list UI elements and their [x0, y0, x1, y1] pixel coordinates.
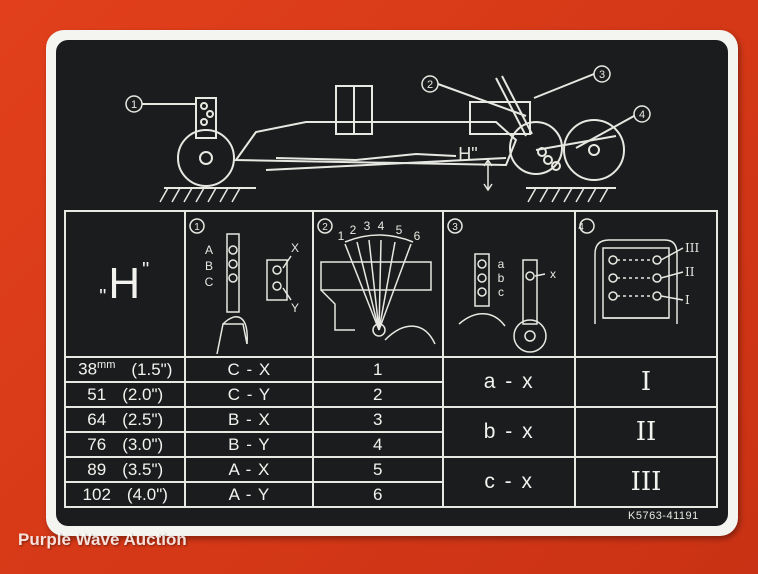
pin-label-b: B: [205, 259, 213, 273]
h-dimension-label: H": [458, 144, 477, 164]
pin-label-c: C: [205, 275, 214, 289]
h-header-cell: "H": [63, 210, 187, 358]
pos-cell-89: 5: [312, 456, 445, 483]
spindle-position-diagram: 2 1 2 3 4 5 6: [317, 218, 436, 345]
pin-cell-89: A - X: [184, 456, 315, 483]
pin-cell-76: B - Y: [184, 431, 315, 458]
front-pin-diagram: 1 A B C X Y: [189, 218, 299, 354]
rear-pin-diagram: 3 a b c x: [447, 218, 556, 353]
bracket-position-ii: II: [685, 265, 695, 279]
callout-4: 4: [639, 109, 645, 121]
callout-3: 3: [599, 69, 605, 81]
pin-cell-38: C - X: [184, 356, 315, 383]
pos-cell-64: 3: [312, 406, 445, 433]
pin-label-lower-a: a: [498, 257, 505, 271]
position-3: 3: [364, 219, 371, 233]
cell-callout-4: 4: [578, 222, 584, 233]
roman-cell-i: I: [574, 356, 718, 408]
pin-label-a: A: [205, 243, 213, 257]
pos-cell-102: 6: [312, 481, 445, 508]
position-6: 6: [414, 229, 421, 243]
position-1: 1: [338, 229, 345, 243]
callout-1: 1: [131, 99, 137, 111]
pin-label-y: Y: [291, 301, 299, 315]
bracket-position-i: I: [685, 293, 690, 307]
watermark: Purple Wave Auction: [18, 530, 187, 549]
pos-cell-38: 1: [312, 356, 445, 383]
roman-cell-ii: II: [574, 406, 718, 458]
roller-bracket-diagram: 4 III II I: [578, 218, 700, 324]
roman-cell-iii: III: [574, 456, 718, 508]
position-2: 2: [350, 223, 357, 237]
part-number: K5763-41191: [628, 510, 699, 522]
position-5: 5: [396, 223, 403, 237]
col2-position-diagram: 2 1 2 3 4 5 6: [312, 210, 445, 358]
position-4: 4: [378, 219, 385, 233]
combo-cell-a-x: a - x: [442, 356, 577, 408]
height-cell-51: 51(2.0"): [63, 381, 187, 408]
height-cell-102: 102(4.0"): [63, 481, 187, 508]
combo-cell-c-x: c - x: [442, 456, 577, 508]
cell-callout-1: 1: [195, 222, 201, 233]
col3-rear-diagram: 3 a b c x: [442, 210, 577, 358]
height-cell-89: 89(3.5"): [63, 456, 187, 483]
pin-cell-102: A - Y: [184, 481, 315, 508]
h-header-text: H: [108, 259, 143, 308]
cell-callout-2: 2: [323, 222, 329, 233]
pin-label-lower-c: c: [498, 285, 504, 299]
pin-cell-51: C - Y: [184, 381, 315, 408]
combo-cell-b-x: b - x: [442, 406, 577, 458]
pin-label-lower-x: x: [550, 267, 556, 281]
height-adjustment-table: "H" 1 A B C X: [63, 210, 718, 508]
pin-label-x: X: [291, 241, 299, 255]
pos-cell-51: 2: [312, 381, 445, 408]
callout-2: 2: [427, 79, 433, 91]
mower-side-diagram: 1 2 3 4 H": [125, 65, 651, 203]
pos-cell-76: 4: [312, 431, 445, 458]
height-cell-76: 76(3.0"): [63, 431, 187, 458]
height-cell-38: 38mm(1.5"): [63, 356, 187, 383]
bracket-position-iii: III: [685, 241, 699, 255]
col1-pin-diagram: 1 A B C X Y: [184, 210, 315, 358]
pin-label-lower-b: b: [498, 271, 505, 285]
height-cell-64: 64(2.5"): [63, 406, 187, 433]
col4-roller-diagram: 4 III II I: [574, 210, 718, 358]
pin-cell-64: B - X: [184, 406, 315, 433]
cell-callout-3: 3: [452, 222, 458, 233]
